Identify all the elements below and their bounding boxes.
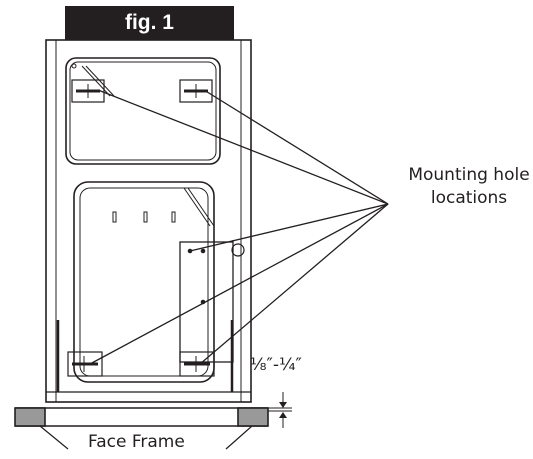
bracket-upper-left bbox=[71, 79, 105, 103]
bracket-upper-right bbox=[179, 79, 213, 103]
hinge-circle bbox=[231, 243, 245, 257]
lower-basket bbox=[73, 181, 215, 383]
mounting-hole-leaders bbox=[89, 89, 389, 365]
mounting-callout-line2: locations bbox=[430, 188, 508, 208]
bracket-lower-right bbox=[179, 351, 215, 377]
mounting-hole-callout: Mounting hole locations bbox=[394, 164, 533, 210]
cabinet-outline bbox=[45, 39, 252, 403]
bracket-lower-left bbox=[67, 351, 103, 377]
face-frame-label: Face Frame bbox=[88, 432, 185, 452]
gap-dimension-label: ⅛″-¼″ bbox=[250, 355, 302, 375]
figure-label: fig. 1 bbox=[65, 6, 234, 40]
face-frame-left bbox=[14, 407, 46, 427]
mounting-callout-line1: Mounting hole bbox=[408, 165, 530, 185]
face-frame-right bbox=[237, 407, 269, 427]
upper-basket bbox=[65, 57, 221, 165]
